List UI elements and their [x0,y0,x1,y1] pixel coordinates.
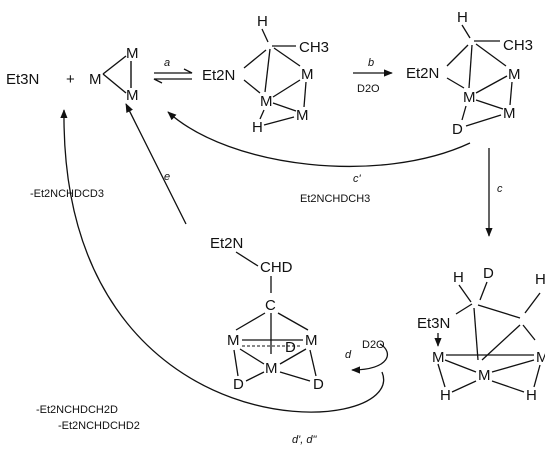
i3-h4: H [526,387,537,404]
i4-et2n: Et2N [210,235,243,252]
intermediate-2: H CH3 Et2N M M M D [406,9,533,138]
i1-et2n: Et2N [202,67,235,84]
i3-metal-left: M [432,349,445,366]
step-e-product: -Et2NCHDCD3 [30,188,104,200]
step-e-label: e [164,171,170,183]
i1-metal-bottom: M [296,107,309,124]
step-d: D2O d [345,339,389,374]
plus-sign: + [66,71,75,88]
i3-et3n: Et3N [417,315,450,332]
i2-metal-center: M [463,89,476,106]
i4-chd: CHD [260,259,293,276]
step-c-prime: c' Et2NCHDCH3 [167,111,471,205]
i4-d-right: D [313,376,324,393]
step-c-prime-label: c' [353,173,362,185]
i2-h: H [457,9,468,26]
step-c-prime-product: Et2NCHDCH3 [300,193,370,205]
i3-metal-center: M [478,367,491,384]
i3-metal-right: M [536,349,545,366]
step-b-label: b [368,57,374,69]
i2-metal-bottom: M [503,105,516,122]
i4-top-d: D [285,339,296,356]
i2-et2n: Et2N [406,65,439,82]
start-materials: Et3N + M M M [6,45,139,104]
step-d-label: d [345,349,352,361]
i1-bridge-h: H [252,119,263,136]
step-a-equilibrium: a [153,57,193,84]
i1-h: H [257,13,268,30]
step-e: e -Et2NCHDCD3 [30,103,187,225]
i4-d-left: D [233,376,244,393]
i3-h2: H [535,271,545,288]
step-b-reagent: D2O [357,83,380,95]
step-b: b D2O [353,57,393,95]
cluster-metal-top: M [126,45,139,62]
i1-metal-right: M [301,66,314,83]
intermediate-3: H D H Et3N M M M H H [417,265,545,404]
triangular-cluster: M M M [89,45,139,104]
cluster-metal-left: M [89,71,102,88]
i3-h3: H [440,387,451,404]
i2-metal-right: M [508,66,521,83]
step-d-prime-label: d', d" [292,434,317,446]
i3-h1: H [453,269,464,286]
step-d-prime-product-2: -Et2NCHDCHD2 [58,420,140,432]
i1-metal-center: M [260,93,273,110]
intermediate-4: Et2N CHD C M M M D D D [210,235,324,393]
i4-metal-right: M [305,332,318,349]
intermediate-1: H CH3 Et2N M M M H [202,13,329,136]
step-c: c [485,148,503,237]
i4-carbon: C [265,297,276,314]
step-c-label: c [497,183,503,195]
i4-metal-center: M [265,360,278,377]
triethylamine-label: Et3N [6,71,39,88]
i2-bridge-d: D [452,121,463,138]
step-d-prime: -Et2NCHDCH2D -Et2NCHDCHD2 d', d" [36,109,385,446]
step-d-prime-product-1: -Et2NCHDCH2D [36,404,118,416]
cluster-metal-bottom: M [126,87,139,104]
i3-d: D [483,265,494,282]
i1-ch3: CH3 [299,39,329,56]
step-a-label: a [164,57,170,69]
step-d-reagent: D2O [362,339,385,351]
i2-ch3: CH3 [503,37,533,54]
i4-metal-left: M [227,332,240,349]
